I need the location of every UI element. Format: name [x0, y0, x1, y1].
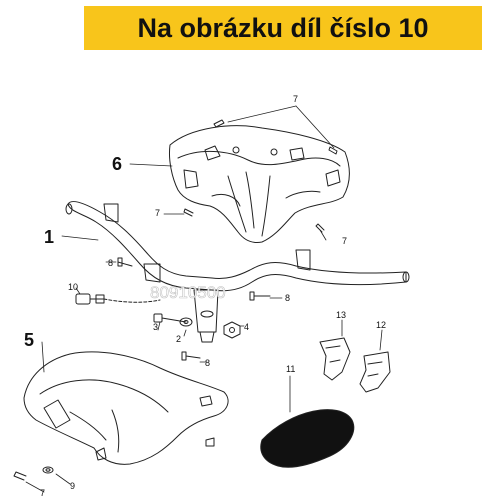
callout-7-bottom: 7 [40, 488, 45, 498]
clip-12-part[interactable] [359, 351, 391, 393]
callout-3: 3 [153, 322, 158, 332]
callout-labels: 6 1 5 7 7 7 7 8 8 8 10 3 2 4 11 13 12 9 [24, 94, 386, 498]
screw-7-top-left[interactable] [213, 119, 225, 128]
pad-11-part[interactable] [260, 409, 355, 468]
callout-11: 11 [286, 364, 295, 374]
bolt-8-bottom[interactable] [181, 351, 201, 361]
washer-9-part[interactable] [42, 466, 54, 474]
callout-10: 10 [68, 282, 78, 292]
callout-1: 1 [44, 227, 54, 247]
screw-7-mid-right[interactable] [315, 223, 325, 233]
bolt-8-right[interactable] [249, 291, 271, 301]
watermark-text: 80910500 [150, 283, 226, 302]
callout-5: 5 [24, 330, 34, 350]
screw-7-bottom[interactable] [13, 471, 27, 481]
washer-2-part[interactable] [179, 317, 193, 327]
clip-13-part[interactable] [319, 337, 351, 381]
screw-7-mid-left[interactable] [183, 208, 194, 217]
callout-8-right: 8 [285, 293, 290, 303]
callout-12: 12 [376, 320, 386, 330]
callout-4: 4 [244, 322, 249, 332]
callout-8-left: 8 [108, 258, 113, 268]
screw-7-top-right[interactable] [328, 146, 338, 155]
callout-9: 9 [70, 481, 75, 491]
bolt-3-part[interactable] [153, 313, 187, 323]
adjuster-10-part[interactable] [75, 293, 161, 305]
nut-4-part[interactable] [223, 321, 241, 339]
rear-cover-part[interactable] [23, 351, 229, 465]
callout-7-top: 7 [293, 94, 298, 104]
leader-lines [25, 105, 383, 493]
banner-text: Na obrázku díl číslo 10 [137, 12, 429, 43]
callout-8-bottom: 8 [205, 358, 210, 368]
callout-2: 2 [176, 334, 181, 344]
callout-7-left: 7 [155, 208, 160, 218]
part-number-banner: Na obrázku díl číslo 10 [84, 6, 482, 50]
callout-13: 13 [336, 310, 346, 320]
handlebar-cover-part[interactable] [169, 125, 350, 243]
callout-6: 6 [112, 154, 122, 174]
handlebar-part[interactable] [65, 201, 410, 343]
callout-7-right: 7 [342, 236, 347, 246]
bolt-8-left[interactable] [117, 257, 133, 267]
